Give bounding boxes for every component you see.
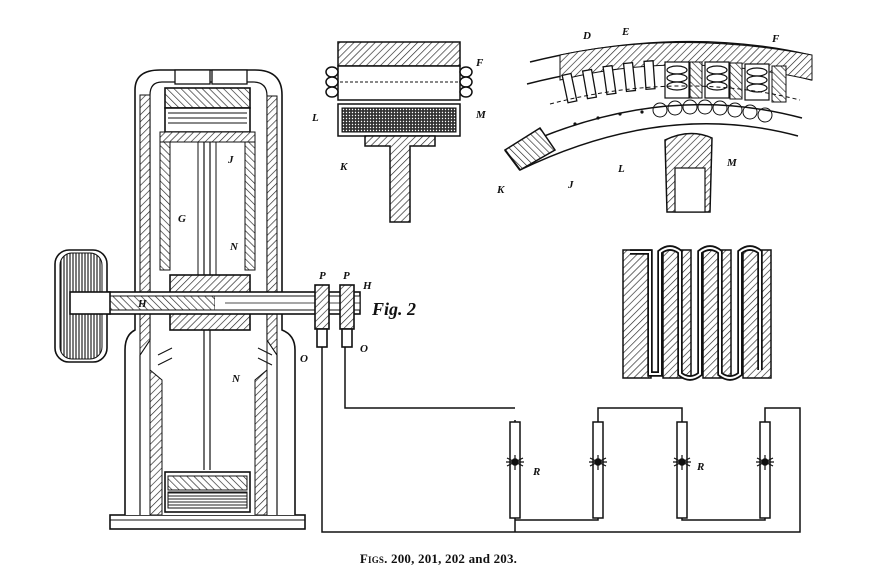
lamp-label-r2: R: [696, 461, 704, 473]
section-label-m: M: [475, 109, 487, 121]
label-p2: P: [343, 270, 350, 282]
arc-label-f: F: [771, 33, 780, 45]
brush-o1: [316, 328, 328, 348]
lamp-r1: [506, 421, 524, 519]
lamp-circuit: [321, 347, 801, 533]
brush-o2: [341, 328, 353, 348]
lamp-labels: R R: [532, 461, 704, 478]
label-o2: O: [360, 343, 368, 355]
fig2-title: Fig. 2: [371, 299, 416, 319]
lamp-r2: [589, 421, 607, 519]
arc-label-m: M: [726, 157, 738, 169]
section-label-l: L: [311, 112, 319, 124]
figure-caption: Figs. 200, 201, 202 and 203.: [0, 551, 877, 567]
arc-label-l: L: [617, 163, 625, 175]
collar-p2: [339, 284, 355, 330]
lamp-label-r1: R: [532, 466, 540, 478]
label-p1: P: [319, 270, 326, 282]
label-j: J: [227, 154, 234, 166]
label-n-top: N: [229, 241, 239, 253]
section-label-f: F: [475, 57, 484, 69]
label-n-bottom: N: [231, 373, 241, 385]
lamp-r4: [756, 421, 774, 519]
lamp-r3: [673, 421, 691, 519]
fig-section-labels: F L M K: [311, 57, 487, 173]
label-g: G: [178, 213, 186, 225]
label-h-shaft: H: [137, 298, 147, 310]
caption-prefix: Figs.: [359, 551, 388, 566]
base-plate: [109, 514, 306, 530]
arc-label-d: D: [582, 30, 591, 42]
fig-winding-detail: [622, 245, 772, 381]
fig2-labels: J G N H N P P H O O Fig. 2: [137, 154, 416, 385]
fig-arc-labels: D E F L M J K: [496, 26, 780, 196]
caption-numbers: 200, 201, 202 and 203.: [391, 551, 518, 566]
label-h-right: H: [362, 280, 372, 292]
top-field-coil: [164, 87, 251, 109]
arc-label-e: E: [621, 26, 629, 38]
label-o1: O: [300, 353, 308, 365]
collar-p1: [314, 284, 330, 330]
fig2-generator: [54, 69, 361, 530]
arc-label-k: K: [496, 184, 505, 196]
fig-section-detail: [325, 41, 473, 223]
fig-arc-detail: [503, 40, 813, 213]
arc-label-j: J: [567, 179, 574, 191]
section-label-k: K: [339, 161, 348, 173]
